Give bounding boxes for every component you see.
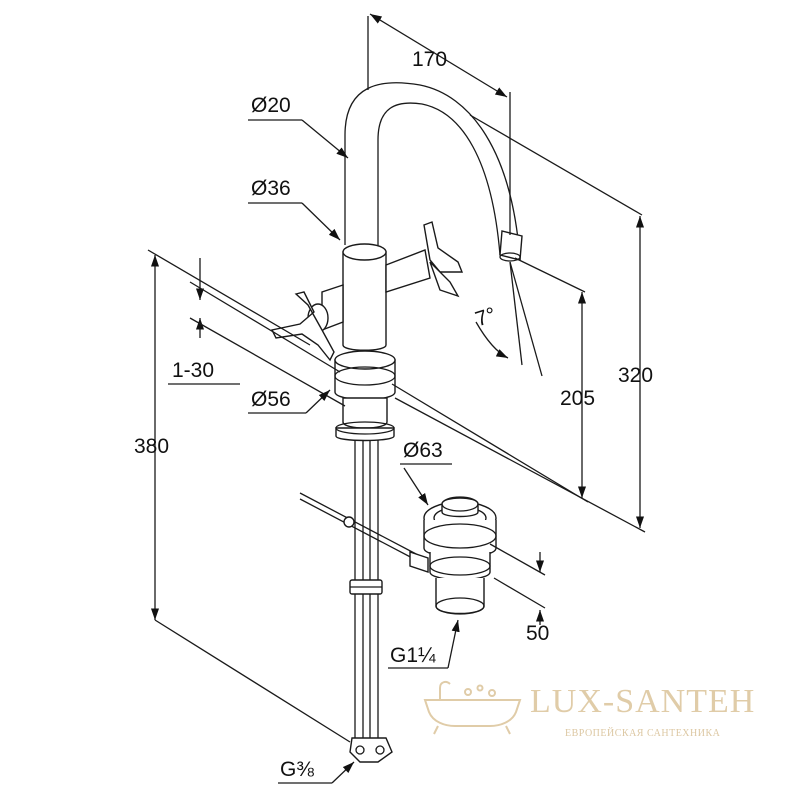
dimension-lines [147,13,646,784]
dim-50: 50 [526,622,549,645]
dim-thread-g3-8: G⅜ [280,758,314,781]
bathtub-logo-icon [423,680,522,735]
watermark: LUX-SANTEH ЕВРОПЕЙСКАЯ САНТЕХНИКА [423,680,755,739]
dim-205: 205 [560,387,595,410]
dim-380: 380 [134,435,169,458]
dim-320: 320 [618,364,653,387]
dim-diameter-63: Ø63 [403,439,443,462]
pull-rod [299,492,429,573]
dim-diameter-56: Ø56 [251,388,291,411]
right-handle [385,221,464,298]
watermark-brand: LUX-SANTEH [530,683,755,720]
dim-diameter-36: Ø36 [251,177,291,200]
watermark-tagline: ЕВРОПЕЙСКАЯ САНТЕХНИКА [565,727,721,739]
dim-diameter-20: Ø20 [251,94,291,117]
dim-170: 170 [412,48,447,71]
faucet-body [334,243,396,442]
dim-7-degree: 7° [473,303,499,331]
supply-hoses [349,440,393,763]
dim-1-30: 1-30 [172,359,214,382]
dim-thread-g1-1-4: G1¼ [390,644,436,667]
left-handle [270,284,344,362]
drain-waste [423,496,497,615]
